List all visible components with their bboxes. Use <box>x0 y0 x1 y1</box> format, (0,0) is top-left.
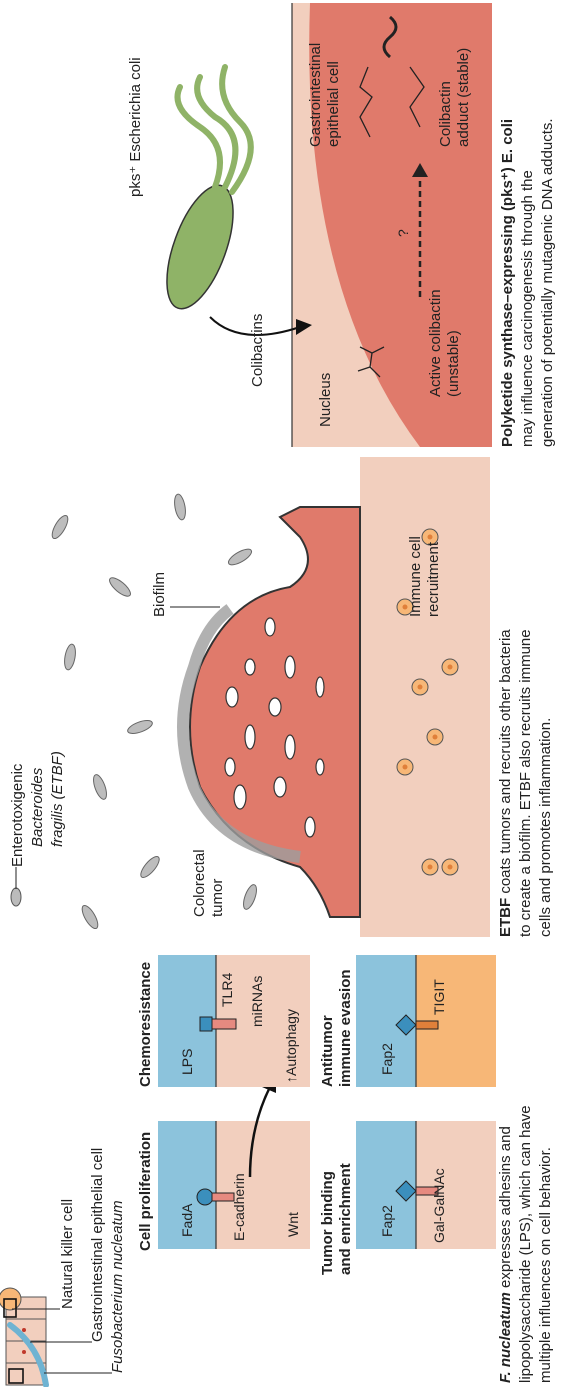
tlr4-label: TLR4 <box>219 973 235 1007</box>
gi-cell-label-line1: Gastrointestinal <box>307 43 324 147</box>
etbf-bacterium-legend-icon <box>11 867 21 906</box>
ecoli-label: pks⁺ Escherichia coli <box>127 57 144 197</box>
mirnas-label: miRNAs <box>249 976 265 1027</box>
immune-label-line1: Immune cell <box>407 536 424 617</box>
active-colibactin-line1: Active colibactin <box>427 289 444 397</box>
autophagy-label: ↑Autophagy <box>283 1009 299 1083</box>
immune-label-line2: recruitment <box>425 541 442 617</box>
tigit-label: TIGIT <box>431 979 447 1015</box>
legend-nk-label: Natural killer cell <box>59 1199 76 1309</box>
fuso-caption-line1: F. nucleatum expresses adhesins and <box>497 1126 514 1383</box>
tumor-label-line2: tumor <box>209 879 226 917</box>
adduct-label-line1: Colibactin <box>437 81 454 147</box>
fap2-label-b: Fap2 <box>379 1043 395 1075</box>
gi-cell-label-line2: epithelial cell <box>325 61 342 147</box>
legend-gi-label: Gastrointestinal epithelial cell <box>89 1148 106 1342</box>
active-colibactin-line2: (unstable) <box>445 330 462 397</box>
e-cadherin-label: E-cadherin <box>231 1173 247 1241</box>
tumor-binding-title-1: Tumor binding <box>319 1171 336 1275</box>
tumor-binding-diagram <box>356 1121 496 1249</box>
fada-label: FadA <box>179 1203 195 1237</box>
immune-evasion-diagram <box>356 955 496 1087</box>
ecoli-caption-line2: generation of potentially mutagenic DNA … <box>539 118 556 447</box>
fuso-caption-line3: multiple influences on cell behavior. <box>537 1147 554 1383</box>
lps-label: LPS <box>179 1049 195 1075</box>
fuso-caption-line2: lipopolysaccharide (LPS), which can have <box>517 1105 534 1383</box>
gal-galnac-label: Gal-GalNAc <box>431 1168 447 1243</box>
etbf-legend-line3: fragilis (ETBF) <box>49 751 66 847</box>
etbf-caption-line2: to create a biofilm. ETBF also recruits … <box>517 629 534 937</box>
etbf-legend-line1: Enterotoxigenic <box>9 763 26 867</box>
immune-evasion-title-1: Antitumor <box>319 1015 336 1087</box>
ecoli-bacterium-illustration <box>153 67 250 317</box>
biofilm-label: Biofilm <box>151 572 168 617</box>
nucleus-label: Nucleus <box>317 373 334 427</box>
tumor-label-line1: Colorectal <box>191 849 208 917</box>
etbf-panel: Enterotoxigenic Bacteroides fragilis (ET… <box>9 457 554 937</box>
adduct-label-line2: adduct (stable) <box>455 48 472 147</box>
legend-fn-label: Fusobacterium nucleatum <box>109 1200 126 1373</box>
question-mark: ? <box>395 229 411 237</box>
ecoli-panel: pks⁺ Escherichia coli Colibactins Gastro… <box>127 3 556 447</box>
cell-proliferation-title: Cell proliferation <box>137 1132 154 1251</box>
colibactins-label: Colibactins <box>249 314 266 387</box>
immune-evasion-title-2: immune evasion <box>337 969 354 1087</box>
colorectal-tumor-illustration <box>183 507 360 917</box>
etbf-caption-line3: cells and promotes inflammation. <box>537 718 554 937</box>
fuso-panel: Natural killer cell Gastrointestinal epi… <box>0 955 554 1385</box>
chemoresistance-title: Chemoresistance <box>137 962 154 1087</box>
tumor-binding-title-2: and enrichment <box>337 1163 354 1275</box>
fap2-label-a: Fap2 <box>379 1205 395 1237</box>
epithelium-legend-illustration <box>0 1288 46 1385</box>
etbf-caption-line1: ETBF coats tumors and recruits other bac… <box>497 629 514 937</box>
wnt-label: Wnt <box>285 1212 301 1237</box>
ecoli-caption-line1: may influence carcinogenesis through the <box>519 170 536 447</box>
etbf-legend-line2: Bacteroides <box>29 767 46 847</box>
ecoli-caption-title: Polyketide synthase–expressing (pks⁺) E.… <box>499 119 516 447</box>
